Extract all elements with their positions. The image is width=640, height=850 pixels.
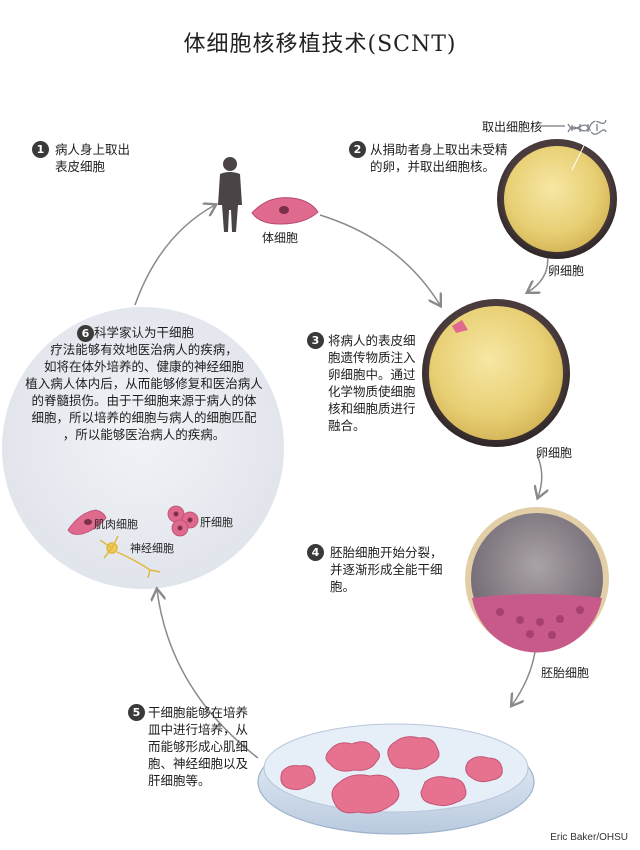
arrow-4-to-5	[512, 651, 536, 705]
liver-cell-icon	[167, 505, 199, 537]
egg-cell-label-2: 卵细胞	[536, 446, 573, 460]
liver-cell-label: 肝细胞	[200, 516, 233, 529]
step-4-number: 4	[307, 544, 324, 561]
arrow-3-to-4	[537, 454, 542, 497]
diagram-title: 体细胞核移植技术(SCNT)	[183, 32, 457, 57]
remove-nucleus-label: 取出细胞核	[482, 120, 543, 134]
body-cell-label: 体细胞	[262, 231, 299, 245]
step-6-number: 6	[77, 325, 94, 342]
step-5-text: 干细胞能够在培养 皿中进行培养，从 而能够形成心肌细 胞、神经细胞以及 肝细胞等…	[148, 705, 249, 788]
step-1-text: 病人身上取出 表皮细胞	[55, 142, 131, 174]
extraction-needle	[571, 116, 599, 171]
therapy-circle	[2, 307, 284, 589]
step-6-text: 科学家认为干细胞 疗法能够有效地医治病人的疾病， 如将在体外培养的、健康的神经细…	[25, 325, 263, 442]
step-2-number: 2	[349, 141, 366, 158]
step-3-number: 3	[307, 332, 324, 349]
egg-cell-1	[497, 139, 617, 259]
petri-dish	[257, 723, 535, 835]
muscle-cell-label: 肌肉细胞	[94, 518, 138, 531]
step-3-text: 将病人的表皮细 胞遗传物质注入 卵细胞中。通过 化学物质使细胞 核和细胞质进行 …	[328, 333, 416, 433]
step-2-text: 从捐助者身上取出未受精 的卵，并取出细胞核。	[370, 142, 508, 174]
nerve-cell-label: 神经细胞	[130, 542, 174, 555]
image-credit: Eric Baker/OHSU	[550, 832, 628, 843]
patient-figure	[218, 157, 242, 232]
dna-icon	[567, 119, 607, 135]
skin-cell	[251, 197, 319, 225]
arrow-6-to-1	[134, 205, 215, 306]
nerve-cell-icon	[99, 535, 161, 579]
egg-cell-label-1: 卵细胞	[548, 264, 585, 278]
embryo-cell-label: 胚胎细胞	[541, 666, 590, 680]
embryo	[465, 507, 609, 653]
arrow-5-to-6	[157, 590, 259, 759]
step-4-text: 胚胎细胞开始分裂， 并逐渐形成全能干细 胞。	[330, 545, 443, 594]
egg-cell-2	[422, 299, 570, 447]
step-5-number: 5	[128, 704, 145, 721]
step-1-number: 1	[32, 141, 49, 158]
arrow-1-to-3	[319, 214, 440, 305]
muscle-cell-icon	[67, 509, 107, 535]
